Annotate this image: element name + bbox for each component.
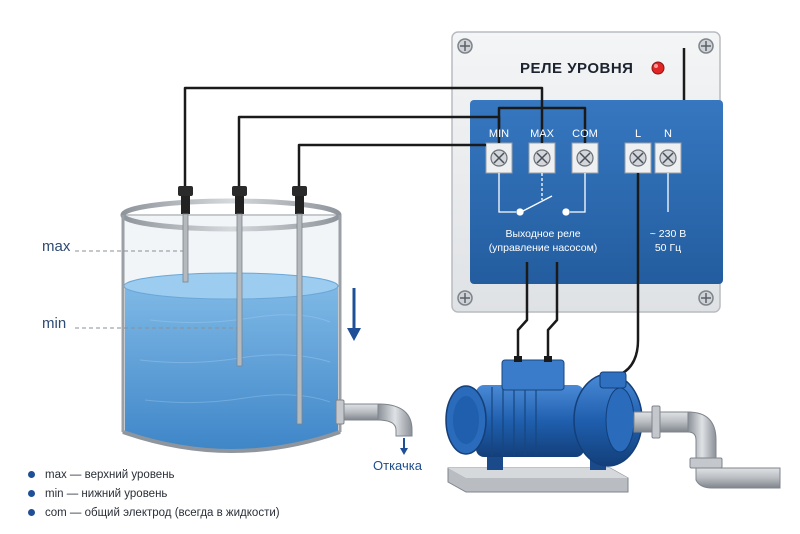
terminal-block-com: [571, 142, 599, 174]
terminal-label-com: COM: [572, 128, 598, 140]
legend-item-label: min — нижний уровень: [45, 487, 168, 500]
screw-icon: [457, 290, 473, 306]
wires: [183, 48, 686, 380]
terminal-label-max: MAX: [530, 128, 554, 140]
electrode-com: [292, 186, 307, 425]
legend-item: min — нижний уровень: [28, 484, 280, 503]
terminal-label-l: L: [634, 128, 642, 140]
wire-min: [237, 115, 501, 186]
max-level-label: max: [42, 238, 71, 255]
drain-label: Откачка: [373, 458, 422, 473]
legend-item-label: com — общий электрод (всегда в жидкости): [45, 506, 280, 519]
wire-com: [297, 143, 486, 186]
screw-icon: [457, 38, 473, 54]
pump: [445, 356, 643, 493]
output-relay-label: Выходное реле (управление насосом): [488, 228, 598, 254]
tank: [120, 198, 342, 453]
outlet-pipe: [633, 405, 781, 489]
electrode-max: [178, 186, 193, 283]
legend-item: com — общий электрод (всегда в жидкости): [28, 503, 280, 522]
bullet-icon: [28, 471, 35, 478]
drain-pipe: [335, 399, 413, 455]
supply-label: ~ 230 В 50 Гц: [649, 228, 687, 254]
relay-title: РЕЛЕ УРОВНЯ: [520, 60, 634, 77]
wire-max: [183, 86, 544, 186]
terminal-label-n: N: [664, 128, 672, 140]
terminal-block-n: [654, 142, 682, 174]
power-indicator-led: [651, 61, 665, 75]
legend-item-label: max — верхний уровень: [45, 468, 175, 481]
min-level-label: min: [42, 315, 67, 332]
level-down-arrow: [347, 288, 361, 341]
terminal-block-l: [624, 142, 652, 174]
legend-item: max — верхний уровень: [28, 465, 280, 484]
terminal-label-min: MIN: [488, 128, 510, 140]
terminal-block-max: [528, 142, 556, 174]
bullet-icon: [28, 509, 35, 516]
screw-icon: [698, 290, 714, 306]
tank-water: [125, 285, 338, 450]
relay-switch-symbol: [498, 173, 586, 216]
wire-pump-2: [546, 262, 559, 362]
wire-pump-1: [516, 262, 529, 362]
water-surface: [123, 272, 339, 300]
screw-icon: [698, 38, 714, 54]
relay-box: [451, 31, 723, 313]
electrode-min: [232, 186, 247, 367]
wire-max-bridge: [497, 106, 587, 143]
legend: max — верхний уровень min — нижний урове…: [28, 465, 280, 522]
terminal-block-min: [485, 142, 513, 174]
bullet-icon: [28, 490, 35, 497]
